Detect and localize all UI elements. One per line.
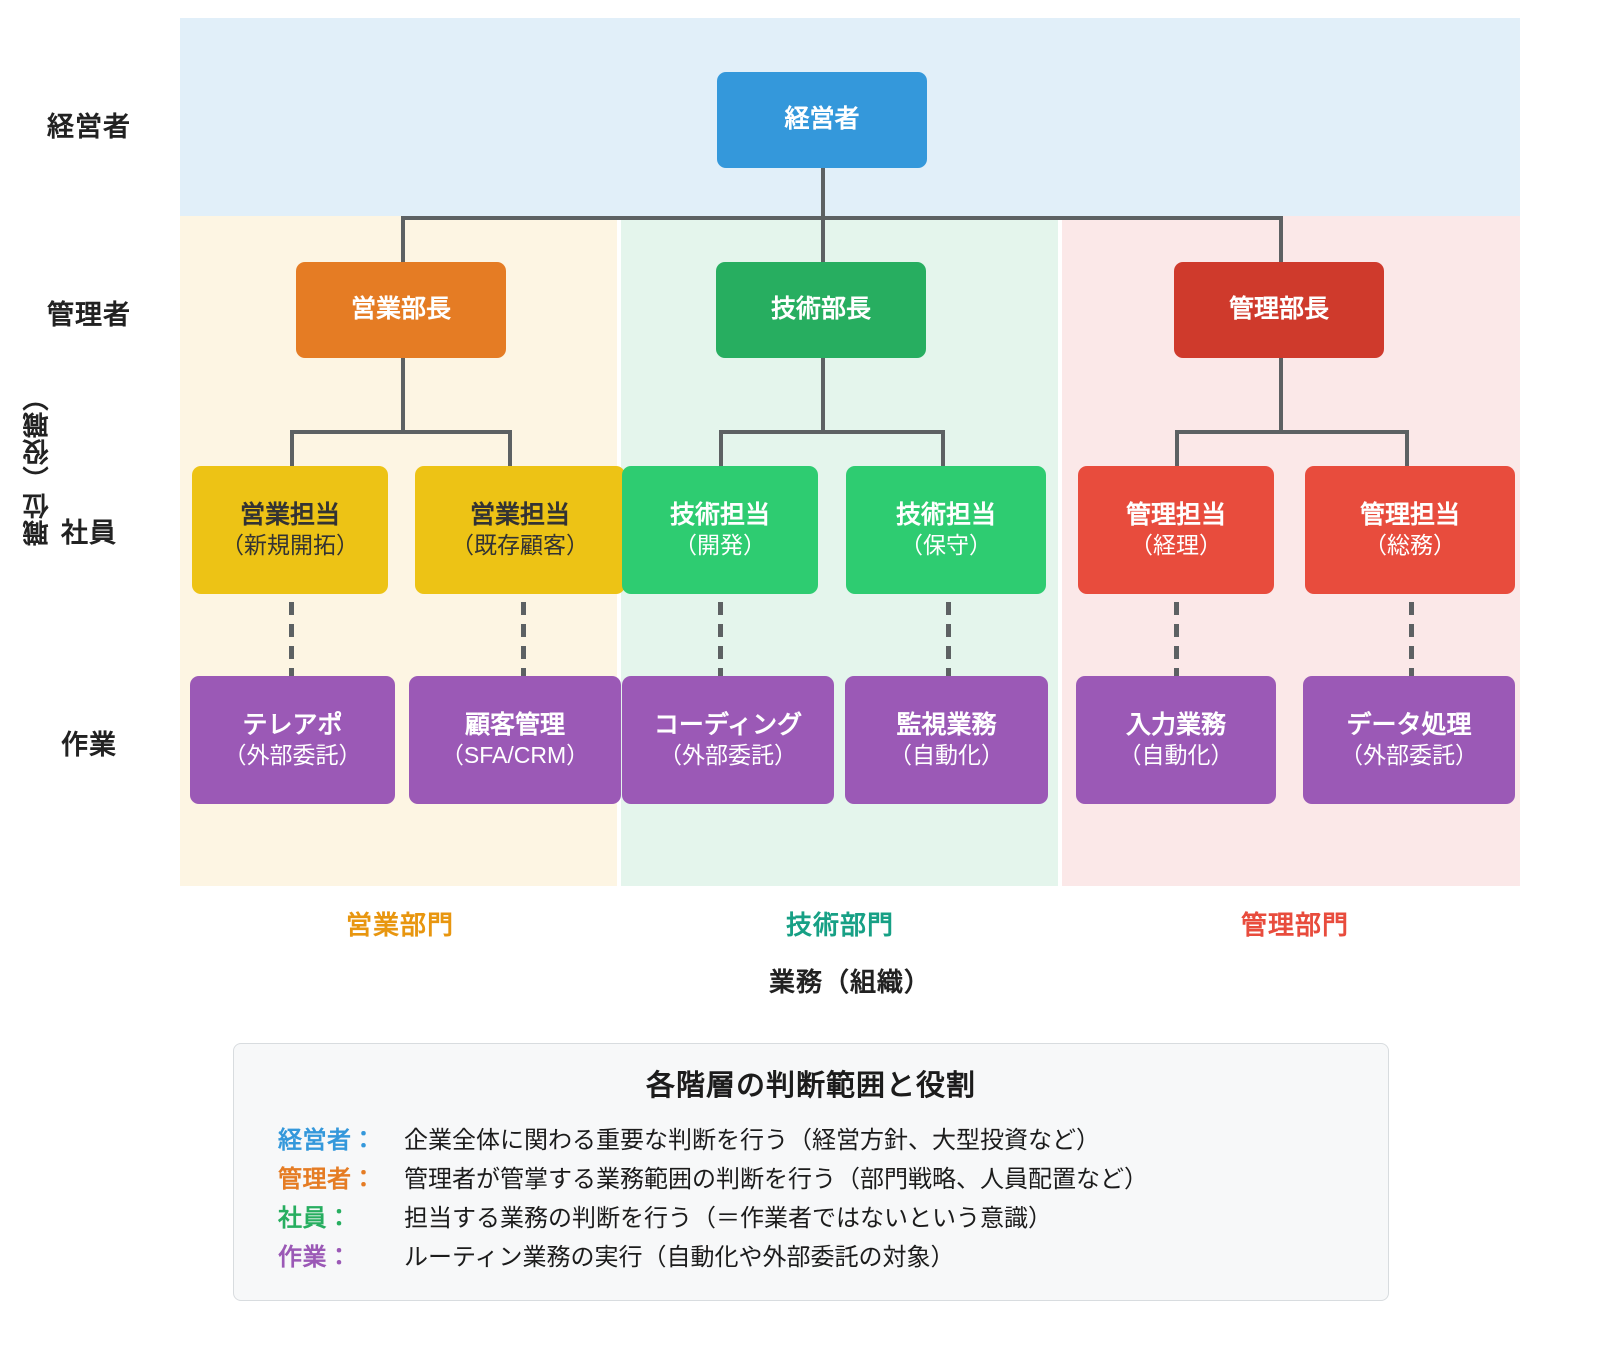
node-employee-sales-new-sub: （新規開拓） bbox=[221, 532, 359, 559]
node-employee-admin-general[interactable]: 管理担当 （総務） bbox=[1305, 466, 1515, 594]
dept-caption-tech: 技術部門 bbox=[785, 910, 894, 940]
node-employee-tech-maintenance-sub: （保守） bbox=[900, 532, 992, 559]
node-manager-sales[interactable]: 営業部長 bbox=[296, 262, 506, 358]
legend-text-employee: 担当する業務の判断を行う（＝作業者ではないという意識） bbox=[404, 1205, 1052, 1232]
node-employee-sales-existing-title: 営業担当 bbox=[469, 500, 570, 529]
node-manager-tech-title: 技術部長 bbox=[770, 295, 871, 324]
node-employee-admin-accounting-title: 管理担当 bbox=[1125, 500, 1226, 529]
connector-to-sales-manager bbox=[401, 216, 405, 262]
node-work-telemarketing[interactable]: テレアポ （外部委託） bbox=[190, 676, 395, 804]
node-work-customer-management[interactable]: 顧客管理 （SFA/CRM） bbox=[409, 676, 621, 804]
connector-sales-bus bbox=[290, 430, 512, 434]
dashed-connector-admin-2 bbox=[1409, 594, 1414, 676]
node-work-monitoring-sub: （自動化） bbox=[889, 742, 1004, 769]
connector-tech-emp2 bbox=[941, 430, 945, 466]
dept-caption-admin: 管理部門 bbox=[1240, 910, 1349, 940]
dashed-connector-tech-2 bbox=[946, 594, 951, 676]
node-work-coding[interactable]: コーディング （外部委託） bbox=[622, 676, 834, 804]
connector-exec-bus bbox=[401, 216, 1283, 220]
node-manager-admin-title: 管理部長 bbox=[1228, 295, 1329, 324]
node-employee-admin-general-title: 管理担当 bbox=[1359, 500, 1460, 529]
legend-row-executive: 経営者： 企業全体に関わる重要な判断を行う（経営方針、大型投資など） bbox=[234, 1118, 1388, 1157]
legend-row-work: 作業： ルーティン業務の実行（自動化や外部委託の対象） bbox=[234, 1235, 1388, 1274]
dashed-connector-sales-1 bbox=[289, 594, 294, 676]
row-label-work: 作業 bbox=[61, 730, 117, 760]
dashed-connector-tech-1 bbox=[718, 594, 723, 676]
node-work-data-processing-sub: （外部委託） bbox=[1340, 742, 1478, 769]
connector-admin-emp2 bbox=[1405, 430, 1409, 466]
legend-text-work: ルーティン業務の実行（自動化や外部委託の対象） bbox=[404, 1244, 955, 1271]
legend-title: 各階層の判断範囲と役割 bbox=[645, 1070, 976, 1102]
legend-text-manager: 管理者が管掌する業務範囲の判断を行う（部門戦略、人員配置など） bbox=[404, 1166, 1148, 1193]
connector-sales-emp1 bbox=[290, 430, 294, 466]
connector-to-admin-manager bbox=[1279, 216, 1283, 262]
node-manager-sales-title: 営業部長 bbox=[350, 295, 451, 324]
legend-text-executive: 企業全体に関わる重要な判断を行う（経営方針、大型投資など） bbox=[404, 1127, 1100, 1154]
node-work-coding-title: コーディング bbox=[653, 710, 803, 739]
node-employee-sales-new[interactable]: 営業担当 （新規開拓） bbox=[192, 466, 388, 594]
row-label-manager: 管理者 bbox=[47, 300, 131, 330]
node-work-monitoring[interactable]: 監視業務 （自動化） bbox=[845, 676, 1048, 804]
connector-tech-bus bbox=[719, 430, 945, 434]
node-employee-sales-new-title: 営業担当 bbox=[239, 500, 340, 529]
node-work-data-entry[interactable]: 入力業務 （自動化） bbox=[1076, 676, 1276, 804]
connector-admin-emp1 bbox=[1175, 430, 1179, 466]
node-work-customer-management-title: 顧客管理 bbox=[464, 710, 565, 739]
node-employee-sales-existing-sub: （既存顧客） bbox=[451, 532, 589, 559]
connector-sales-mgr-down bbox=[401, 358, 405, 432]
node-employee-admin-accounting[interactable]: 管理担当 （経理） bbox=[1078, 466, 1274, 594]
legend-panel: 各階層の判断範囲と役割 経営者： 企業全体に関わる重要な判断を行う（経営方針、大… bbox=[233, 1043, 1389, 1301]
x-axis-title: 業務（組織） bbox=[768, 967, 931, 997]
node-executive-title: 経営者 bbox=[784, 105, 860, 134]
row-label-executive: 経営者 bbox=[47, 112, 131, 142]
dept-caption-sales: 営業部門 bbox=[345, 910, 454, 940]
legend-row-employee: 社員： 担当する業務の判断を行う（＝作業者ではないという意識） bbox=[234, 1196, 1388, 1235]
node-work-monitoring-title: 監視業務 bbox=[896, 710, 997, 739]
legend-key-employee: 社員： bbox=[278, 1205, 352, 1232]
node-employee-sales-existing[interactable]: 営業担当 （既存顧客） bbox=[415, 466, 625, 594]
legend-key-manager: 管理者： bbox=[278, 1166, 376, 1193]
row-label-employee: 社員 bbox=[61, 518, 117, 548]
node-executive[interactable]: 経営者 bbox=[717, 72, 927, 168]
node-work-data-processing[interactable]: データ処理 （外部委託） bbox=[1303, 676, 1515, 804]
legend-row-manager: 管理者： 管理者が管掌する業務範囲の判断を行う（部門戦略、人員配置など） bbox=[234, 1157, 1388, 1196]
connector-tech-emp1 bbox=[719, 430, 723, 466]
node-work-data-processing-title: データ処理 bbox=[1346, 710, 1472, 739]
connector-admin-mgr-down bbox=[1279, 358, 1283, 432]
node-employee-tech-dev-title: 技術担当 bbox=[669, 500, 770, 529]
node-employee-tech-dev-sub: （開発） bbox=[674, 532, 766, 559]
node-employee-tech-maintenance[interactable]: 技術担当 （保守） bbox=[846, 466, 1046, 594]
node-work-telemarketing-sub: （外部委託） bbox=[223, 742, 362, 769]
node-employee-admin-accounting-sub: （経理） bbox=[1130, 532, 1222, 559]
connector-exec-down bbox=[821, 168, 825, 218]
dashed-connector-admin-1 bbox=[1174, 594, 1179, 676]
dashed-connector-sales-2 bbox=[521, 594, 526, 676]
node-work-coding-sub: （外部委託） bbox=[659, 742, 797, 769]
node-manager-admin[interactable]: 管理部長 bbox=[1174, 262, 1384, 358]
node-work-data-entry-title: 入力業務 bbox=[1125, 710, 1226, 739]
node-manager-tech[interactable]: 技術部長 bbox=[716, 262, 926, 358]
node-work-data-entry-sub: （自動化） bbox=[1118, 742, 1234, 769]
legend-key-executive: 経営者： bbox=[278, 1127, 376, 1154]
connector-sales-emp2 bbox=[508, 430, 512, 466]
connector-admin-bus bbox=[1175, 430, 1409, 434]
node-employee-admin-general-sub: （総務） bbox=[1364, 532, 1456, 559]
node-work-customer-management-sub: （SFA/CRM） bbox=[440, 742, 590, 769]
connector-tech-mgr-down bbox=[821, 358, 825, 432]
node-employee-tech-dev[interactable]: 技術担当 （開発） bbox=[622, 466, 818, 594]
connector-to-tech-manager bbox=[821, 216, 825, 262]
node-employee-tech-maintenance-title: 技術担当 bbox=[895, 500, 996, 529]
legend-key-work: 作業： bbox=[278, 1244, 352, 1271]
node-work-telemarketing-title: テレアポ bbox=[242, 710, 343, 739]
